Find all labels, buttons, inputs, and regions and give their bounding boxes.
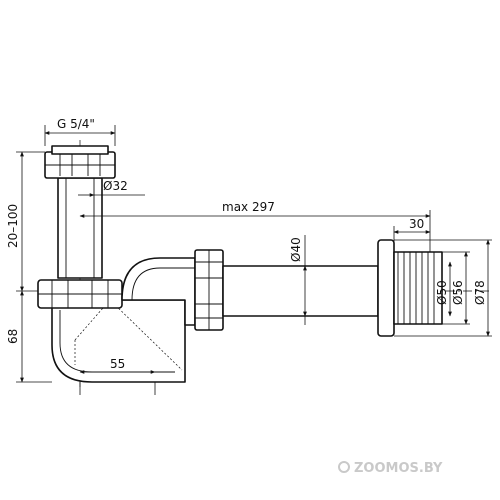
- flange-inner-label: Ø50: [435, 280, 449, 305]
- dim-lower-height: [16, 290, 52, 383]
- pipe-diameter-label: Ø32: [103, 179, 128, 193]
- trap-width-label: 55: [110, 357, 125, 371]
- dim-thread: [44, 125, 116, 146]
- dim-wall-offset: [393, 226, 431, 252]
- trap-nut: [37, 279, 123, 309]
- outlet-diameter-label: Ø40: [289, 237, 303, 262]
- thread-label: G 5/4": [57, 117, 95, 131]
- wall-offset-label: 30: [409, 217, 424, 231]
- lower-height-label: 68: [6, 329, 20, 344]
- wall-flange: [377, 239, 443, 337]
- dim-height-range: [16, 151, 45, 292]
- trap-body: [51, 299, 186, 383]
- dim-flange-diameters: [394, 239, 492, 337]
- dim-trap-width: [79, 370, 156, 395]
- outlet-pipe: [222, 265, 379, 317]
- top-nut: [44, 145, 116, 179]
- max-length-label: max 297: [222, 200, 275, 214]
- tailpiece-pipe: [57, 177, 103, 279]
- watermark-text: ZOOMOS.BY: [354, 461, 443, 476]
- elbow-bend: [121, 257, 196, 326]
- height-range-label: 20–100: [6, 204, 20, 248]
- flange-outer-label: Ø78: [473, 280, 487, 305]
- flange-middle-label: Ø56: [451, 280, 465, 305]
- watermark-logo: ZOOMOS.BY: [338, 461, 443, 476]
- elbow-nut: [194, 249, 224, 331]
